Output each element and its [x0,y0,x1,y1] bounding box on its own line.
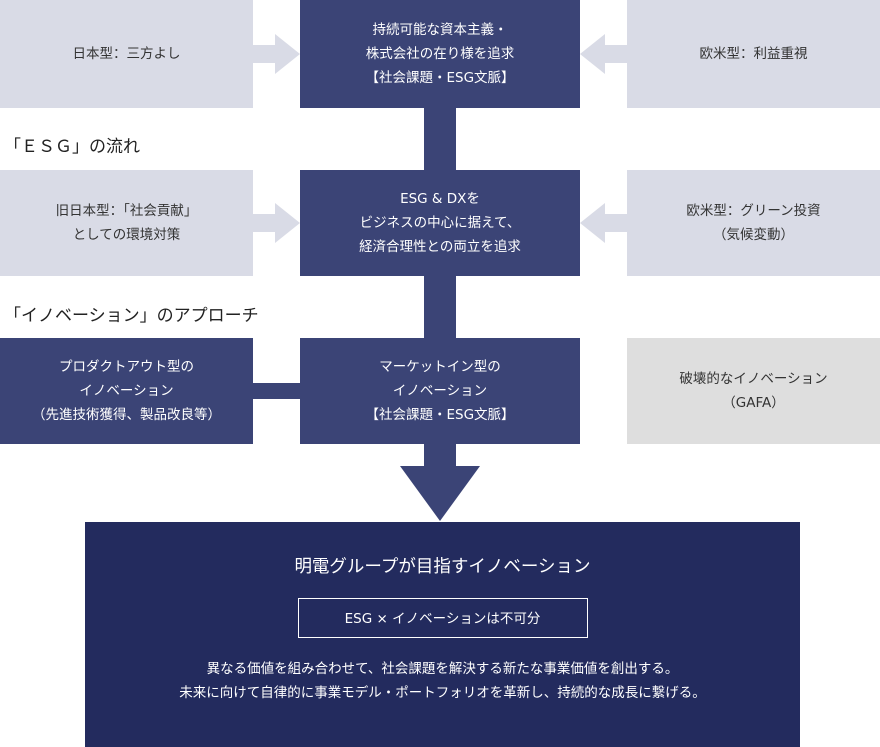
product-out-line1: プロダクトアウト型の [59,359,194,375]
disruptive-innovation-box: 破壊的なイノベーション （GAFA） [627,338,880,444]
market-in-line2: イノベーション [392,383,488,399]
product-out-line2: イノベーション [79,383,174,399]
green-investment-box: 欧米型：グリーン投資 （気候変動） [627,170,880,276]
esg-dx-line1: ESG & DXを [400,191,480,207]
disruptive-line2: （GAFA） [722,395,785,411]
green-investment-line2: （気候変動） [713,227,794,243]
esg-dx-box: ESG & DXを ビジネスの中心に据えて、 経済合理性との両立を追求 [300,170,580,276]
disruptive-line1: 破壊的なイノベーション [679,371,828,387]
esg-flow-heading: 「ＥＳＧ」の流れ [4,137,140,157]
sustainable-capitalism-line2: 株式会社の在り様を追求 [365,46,515,62]
sustainable-capitalism-line1: 持続可能な資本主義・ [372,22,508,38]
meiden-innovation-desc-line1: 異なる価値を組み合わせて、社会課題を解決する新たな事業価値を創出する。 [206,661,679,677]
product-out-innovation-box: プロダクトアウト型の イノベーション （先進技術獲得、製品改良等） [0,338,253,444]
product-out-line3: （先進技術獲得、製品改良等） [32,407,221,423]
flow-connector [424,108,456,170]
right-arrow-icon [253,34,300,74]
sustainable-capitalism-line3: 【社会課題・ESG文脈】 [365,70,515,86]
old-japanese-model-line1: 旧日本型：「社会貢献」 [55,203,198,219]
esg-innovation-badge: ESG × イノベーションは不可分 [297,598,588,638]
sustainable-capitalism-box: 持続可能な資本主義・ 株式会社の在り様を追求 【社会課題・ESG文脈】 [300,0,580,108]
meiden-innovation-desc-line2: 未来に向けて自律的に事業モデル・ポートフォリオを革新し、持続的な成長に繋げる。 [179,685,706,701]
green-investment-line1: 欧米型：グリーン投資 [686,203,821,219]
right-arrow-icon [253,203,300,243]
old-japanese-model-line2: としての環境対策 [72,227,181,243]
japanese-model-label: 日本型：三方よし [72,46,181,62]
market-in-line3: 【社会課題・ESG文脈】 [365,407,515,423]
down-arrow-shaft [424,444,456,466]
esg-dx-line2: ビジネスの中心に据えて、 [359,215,521,231]
market-in-innovation-box: マーケットイン型の イノベーション 【社会課題・ESG文脈】 [300,338,580,444]
western-model-box: 欧米型：利益重視 [627,0,880,108]
esg-dx-line3: 経済合理性との両立を追求 [359,239,521,255]
western-model-label: 欧米型：利益重視 [699,46,808,62]
horizontal-connector [253,383,300,399]
japanese-model-box: 日本型：三方よし [0,0,253,108]
innovation-approach-heading: 「イノベーション」のアプローチ [4,306,259,326]
meiden-innovation-title: 明電グループが目指すイノベーション [294,557,591,577]
market-in-line1: マーケットイン型の [379,359,501,375]
left-arrow-icon [580,203,627,243]
old-japanese-model-box: 旧日本型：「社会貢献」 としての環境対策 [0,170,253,276]
flow-connector [424,276,456,338]
meiden-innovation-box: 明電グループが目指すイノベーション ESG × イノベーションは不可分 異なる価… [85,522,800,747]
left-arrow-icon [580,34,627,74]
down-arrow-icon [400,466,480,521]
